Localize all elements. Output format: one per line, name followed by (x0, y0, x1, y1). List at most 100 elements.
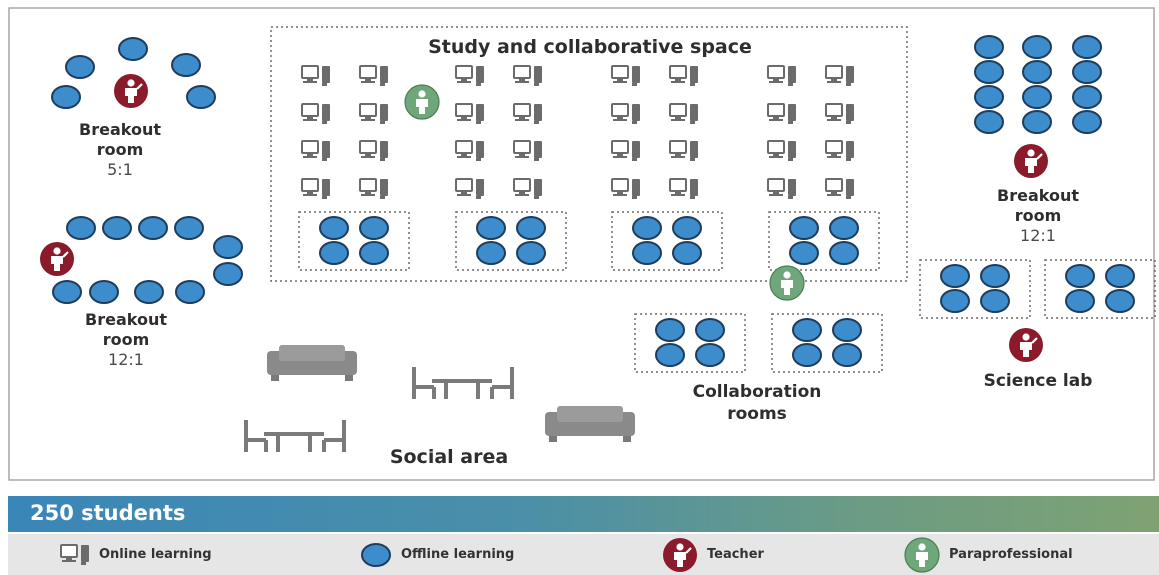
student-icon (89, 280, 119, 304)
teacher-icon (38, 240, 76, 278)
student-count: 250 students (30, 501, 186, 525)
computer-icon (301, 178, 331, 200)
student-pod (455, 211, 567, 271)
science-lab-label: Science lab (984, 371, 1093, 391)
paraprofessional-icon (769, 265, 805, 301)
school-floorplan: Study and collaborative space (8, 7, 1156, 481)
computer-icon (301, 140, 331, 162)
student-icon (1072, 110, 1102, 134)
computer-icon (513, 103, 543, 125)
breakout-tl-ratio: 5:1 (107, 160, 133, 179)
table-set-icon (412, 365, 514, 401)
computer-icon (767, 178, 797, 200)
computer-icon (611, 178, 641, 200)
legend: Online learning Offline learning Teacher… (8, 534, 1159, 575)
computer-icon (767, 103, 797, 125)
student-icon (1072, 35, 1102, 59)
computer-icon (825, 103, 855, 125)
science-lab: Science lab (919, 259, 1156, 391)
student-icon (1022, 110, 1052, 134)
computer-icon (611, 103, 641, 125)
breakout-ml-line1: Breakout (85, 310, 167, 329)
legend-teacher-label: Teacher (707, 547, 764, 562)
computer-icon (513, 140, 543, 162)
social-area-label: Social area (390, 446, 508, 468)
sofa-icon (267, 345, 357, 381)
breakout-ml-ratio: 12:1 (108, 350, 144, 369)
computer-icon (455, 65, 485, 87)
legend-teacher: Teacher (662, 534, 764, 575)
student-pod (1044, 259, 1156, 319)
student-icon (174, 216, 204, 240)
breakout-tl-line1: Breakout (79, 120, 161, 139)
student-pod (771, 313, 883, 373)
student-pod (298, 211, 410, 271)
computer-icon (513, 65, 543, 87)
paraprofessional-icon (404, 84, 440, 120)
collab-line2: rooms (727, 404, 787, 424)
legend-para: Paraprofessional (904, 534, 1073, 575)
breakout-room-12-1-left: Breakout room 12:1 (38, 216, 243, 369)
legend-offline-label: Offline learning (401, 547, 515, 562)
student-pod (768, 211, 880, 271)
computer-grid (301, 65, 855, 200)
student-icon (66, 216, 96, 240)
computer-icon (669, 178, 699, 200)
student-icon (1072, 85, 1102, 109)
computer-icon (455, 103, 485, 125)
student-icon (171, 53, 201, 77)
computer-icon (767, 65, 797, 87)
collab-line1: Collaboration (693, 382, 822, 402)
student-icon (1022, 85, 1052, 109)
student-icon (138, 216, 168, 240)
student-icon (1022, 60, 1052, 84)
computer-icon (611, 65, 641, 87)
computer-icon (825, 65, 855, 87)
computer-icon (359, 103, 389, 125)
study-pods (298, 211, 880, 271)
student-icon (51, 85, 81, 109)
student-icon (102, 216, 132, 240)
computer-icon (825, 178, 855, 200)
computer-icon (669, 140, 699, 162)
legend-online: Online learning (60, 534, 212, 575)
student-icon (361, 542, 391, 567)
computer-icon (611, 140, 641, 162)
computer-icon (60, 543, 90, 566)
computer-icon (301, 103, 331, 125)
student-pod (611, 211, 723, 271)
breakout-room-12-1-right: Breakout room 12:1 (974, 35, 1102, 245)
student-icon (186, 85, 216, 109)
student-icon (1072, 60, 1102, 84)
student-icon (118, 37, 148, 61)
student-icon (974, 85, 1004, 109)
legend-para-label: Paraprofessional (949, 547, 1073, 562)
breakout-room-5-1: Breakout room 5:1 (51, 37, 216, 179)
breakout-tl-line2: room (97, 140, 144, 159)
breakout-ml-line2: room (103, 330, 150, 349)
study-space-title: Study and collaborative space (428, 36, 752, 58)
paraprofessional-icon (904, 536, 940, 573)
teacher-icon (112, 72, 150, 110)
student-icon (974, 110, 1004, 134)
table-set-icon (244, 418, 346, 454)
breakout-r-line2: room (1015, 206, 1062, 225)
breakout-r-line1: Breakout (997, 186, 1079, 205)
computer-icon (359, 178, 389, 200)
teacher-icon (1007, 326, 1045, 364)
student-icon (213, 235, 243, 259)
computer-icon (767, 140, 797, 162)
study-space: Study and collaborative space (270, 26, 908, 301)
legend-offline: Offline learning (360, 534, 514, 575)
breakout-r-ratio: 12:1 (1020, 226, 1056, 245)
student-icon (1022, 35, 1052, 59)
computer-icon (359, 140, 389, 162)
computer-icon (359, 65, 389, 87)
student-pod (634, 313, 746, 373)
computer-icon (301, 65, 331, 87)
teacher-icon (1012, 142, 1050, 180)
student-icon (65, 55, 95, 79)
student-icon (974, 60, 1004, 84)
student-icon (175, 280, 205, 304)
computer-icon (669, 65, 699, 87)
